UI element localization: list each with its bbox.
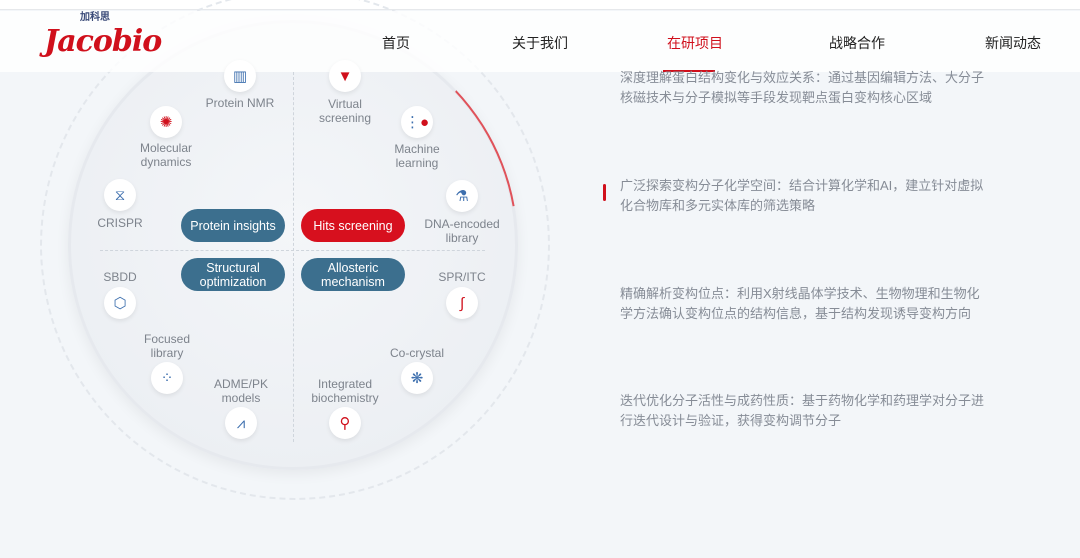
protein-insights-button[interactable]: Protein insights <box>181 209 285 242</box>
nav-home[interactable]: 首页 <box>382 35 410 51</box>
molecule-dynamics-icon: ✺ <box>150 106 182 138</box>
microscope-icon: ⚲ <box>329 407 361 439</box>
sbdd-structure-icon: ⬡ <box>104 287 136 319</box>
test-tube-icon: ⚗ <box>446 180 478 212</box>
allosteric-mechanism-button[interactable]: Allosteric mechanism <box>301 258 405 291</box>
label-integrated-biochemistry: Integrated biochemistry <box>311 377 379 405</box>
description-structural-optimization: 迭代优化分子活性与成药性质：基于药物化学和药理学对分子进行迭代设计与验证，获得变… <box>620 393 985 428</box>
neural-network-icon: ⋮● <box>401 106 433 138</box>
description-hits-screening: 广泛探索变构分子化学空间：结合计算化学和AI，建立针对虚拟化合物库和多元实体库的… <box>620 178 984 213</box>
structural-optimization-button[interactable]: Structural optimization <box>181 258 285 291</box>
label-co-crystal: Co-crystal <box>389 346 444 360</box>
label-spr-itc: SPR/ITC <box>438 270 486 284</box>
pk-curve-icon: ⩘ <box>225 407 257 439</box>
curve-chart-icon: ∫ <box>446 287 478 319</box>
nav-pipeline[interactable]: 在研项目 <box>667 35 723 51</box>
nmr-icon: ▥ <box>224 60 256 92</box>
logo-chinese-name[interactable]: 加科思 <box>80 12 110 23</box>
label-crispr: CRISPR <box>97 216 143 230</box>
nav-news[interactable]: 新闻动态 <box>985 35 1041 51</box>
funnel-monitor-icon: ▼ <box>329 60 361 92</box>
protein-crystal-icon: ❋ <box>401 362 433 394</box>
header <box>0 11 1080 72</box>
dna-icon: ⧖ <box>104 179 136 211</box>
label-virtual-screening: Virtual screening <box>318 97 372 125</box>
active-description-marker <box>603 184 606 201</box>
label-focused-library: Focused library <box>143 332 191 360</box>
label-protein-nmr: Protein NMR <box>205 96 275 110</box>
label-adme-pk-models: ADME/PK models <box>213 377 268 405</box>
logo[interactable]: Jacobio <box>44 24 162 59</box>
browser-top-bar <box>0 0 1080 10</box>
horizontal-divider <box>100 250 485 251</box>
description-protein-insights: 深度理解蛋白结构变化与效应关系：通过基因编辑方法、大分子核磁技术与分子模拟等手段… <box>620 70 985 105</box>
nav-partnership[interactable]: 战略合作 <box>829 35 885 51</box>
molecule-icon: ⁘ <box>151 362 183 394</box>
label-molecular-dynamics: Molecular dynamics <box>139 141 193 169</box>
vertical-divider <box>293 72 294 442</box>
nav-about[interactable]: 关于我们 <box>512 35 568 51</box>
hits-screening-button[interactable]: Hits screening <box>301 209 405 242</box>
active-nav-underline <box>663 70 715 72</box>
label-machine-learning: Machine learning <box>394 142 440 170</box>
label-sbdd: SBDD <box>103 270 137 284</box>
label-dna-encoded-library: DNA-encoded library <box>424 217 500 245</box>
description-allosteric-mechanism: 精确解析变构位点：利用X射线晶体学技术、生物物理和生物化学方法确认变构位点的结构… <box>620 286 980 321</box>
